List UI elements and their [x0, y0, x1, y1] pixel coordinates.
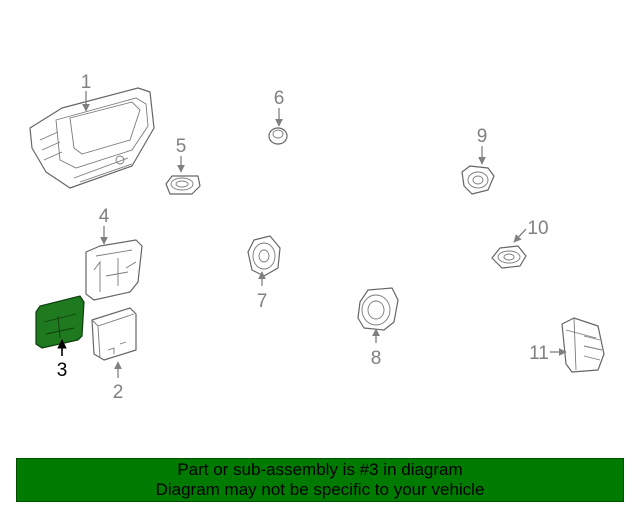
- callout-6: 6: [274, 88, 285, 109]
- callout-2: 2: [113, 382, 124, 403]
- part-8-speaker[interactable]: [357, 287, 399, 331]
- callout-1: 1: [81, 72, 92, 93]
- part-9-speaker[interactable]: [461, 165, 495, 195]
- callout-8: 8: [371, 348, 382, 369]
- callout-11: 11: [529, 343, 549, 364]
- part-1-display-panel[interactable]: [29, 87, 155, 189]
- callout-5: 5: [176, 136, 187, 157]
- banner-line-1: Part or sub-assembly is #3 in diagram: [177, 460, 463, 479]
- info-banner: Part or sub-assembly is #3 in diagram Di…: [16, 458, 624, 502]
- callout-7: 7: [257, 291, 268, 312]
- callout-9: 9: [477, 126, 488, 147]
- part-11-module[interactable]: [561, 317, 605, 373]
- part-10-speaker[interactable]: [491, 245, 527, 269]
- callout-3: 3: [57, 360, 68, 381]
- part-7-speaker[interactable]: [247, 235, 281, 277]
- part-6-switch[interactable]: [268, 127, 288, 145]
- part-2-module[interactable]: [91, 307, 137, 361]
- part-5-speaker[interactable]: [165, 175, 201, 195]
- callout-10: 10: [527, 218, 548, 239]
- part-3-control-module[interactable]: [35, 295, 85, 349]
- part-4-module-bracket[interactable]: [85, 239, 143, 301]
- callout-4: 4: [99, 206, 110, 227]
- banner-line-2: Diagram may not be specific to your vehi…: [155, 480, 485, 499]
